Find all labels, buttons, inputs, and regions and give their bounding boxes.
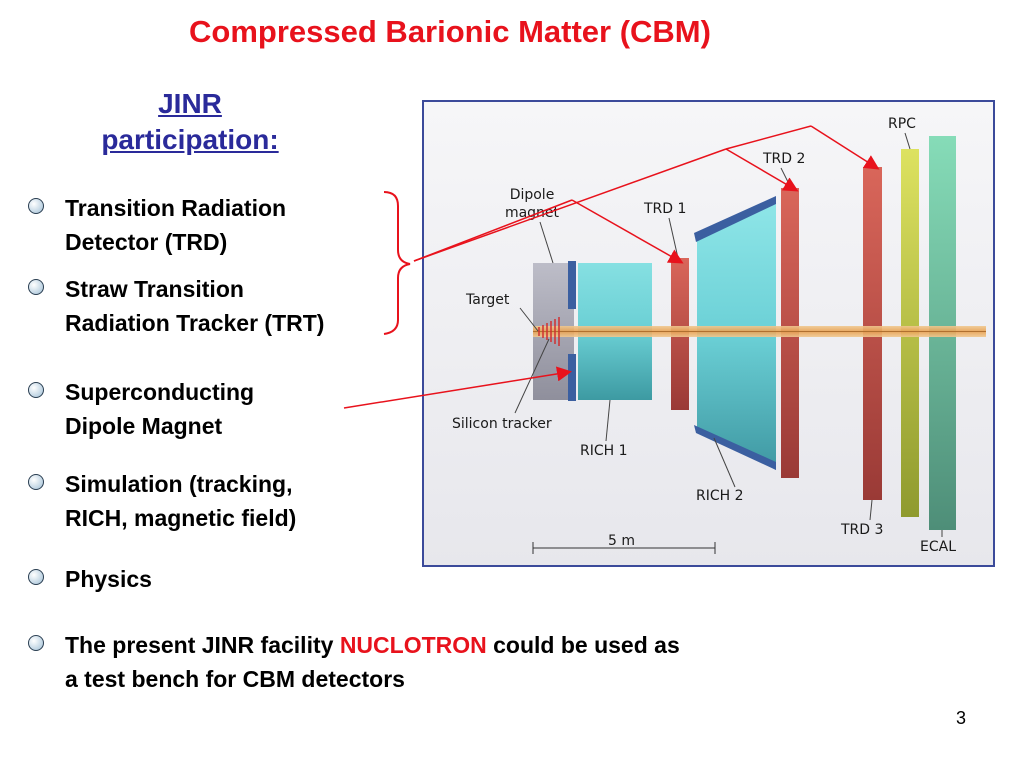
bullet-text: The present JINR facility [65, 632, 340, 658]
scale-bar [532, 542, 716, 554]
bullet-magnet: Superconducting Dipole Magnet [28, 375, 254, 443]
label-trd1: TRD 1 [643, 201, 686, 217]
label-trd2: TRD 2 [762, 151, 805, 167]
magnet-pole-top [568, 261, 576, 309]
slide-title: Compressed Barionic Matter (CBM) [189, 14, 711, 49]
bullet-trt: Straw Transition Radiation Tracker (TRT) [28, 272, 324, 340]
label-rpc: RPC [888, 116, 916, 132]
bullet-text: could be used as [486, 632, 680, 658]
bullet-line: Physics [65, 566, 152, 592]
label-ecal: ECAL [920, 539, 956, 555]
subtitle-line-2: participation: [101, 124, 279, 155]
label-target: Target [465, 292, 510, 308]
bullet-line: Radiation Tracker (TRT) [65, 310, 325, 336]
bullet-line: The present JINR facility NUCLOTRON coul… [65, 628, 680, 662]
bullet-icon [28, 382, 44, 398]
nuclotron-highlight: NUCLOTRON [339, 632, 487, 658]
label-dipole-line2: magnet [505, 205, 560, 221]
bullet-simulation: Simulation (tracking, RICH, magnetic fie… [28, 467, 296, 535]
bullet-line: RICH, magnetic field) [65, 505, 297, 531]
bullet-line: a test bench for CBM detectors [65, 666, 405, 692]
label-scale: 5 m [608, 533, 635, 549]
rich2-mirror-bottom [694, 425, 776, 470]
bullet-line: Transition Radiation [65, 195, 287, 221]
bullet-physics: Physics [28, 562, 152, 596]
subtitle: JINR participation: [60, 86, 320, 158]
bullet-nuclotron: The present JINR facility NUCLOTRON coul… [28, 628, 680, 696]
label-trd3: TRD 3 [840, 522, 883, 538]
annotation-lines [343, 125, 880, 409]
label-rich1: RICH 1 [580, 443, 628, 459]
bullet-icon [28, 474, 44, 490]
bullet-line: Simulation (tracking, [65, 471, 293, 497]
bullet-trd: Transition Radiation Detector (TRD) [28, 191, 286, 259]
label-silicon-tracker: Silicon tracker [452, 416, 552, 432]
bullet-line: Superconducting [65, 379, 255, 405]
bullet-line: Straw Transition [65, 276, 244, 302]
silicon-tracker [538, 317, 560, 346]
bullet-icon [28, 279, 44, 295]
bullet-icon [28, 569, 44, 585]
bullet-line: Detector (TRD) [65, 229, 228, 255]
bracket [383, 191, 411, 335]
rich2-mirror-top [694, 196, 776, 242]
magnet-pole-bottom [568, 354, 576, 401]
subtitle-line-1: JINR [158, 88, 222, 119]
bullet-icon [28, 635, 44, 651]
label-rich2: RICH 2 [696, 488, 744, 504]
page-number: 3 [955, 708, 966, 728]
label-dipole-line1: Dipole [510, 187, 555, 203]
bullet-line: Dipole Magnet [65, 413, 223, 439]
bullet-icon [28, 198, 44, 214]
